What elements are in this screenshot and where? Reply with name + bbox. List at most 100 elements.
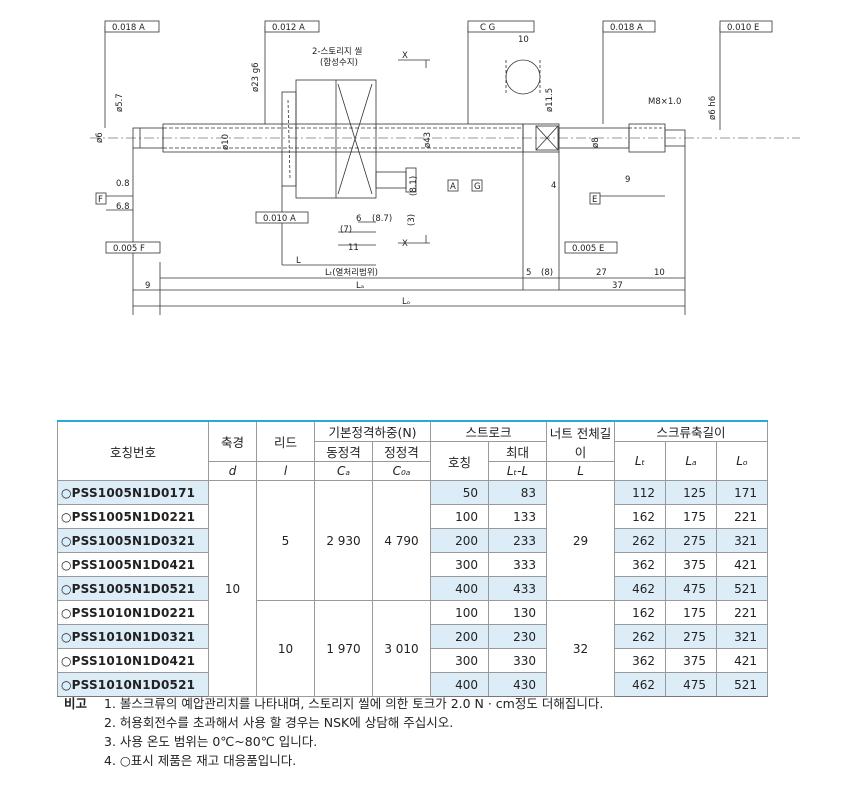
lo-cell: 221 [716,504,769,529]
dim-10b: 10 [654,268,665,278]
dim-11: 11 [348,243,359,253]
dim-68: 6.8 [116,202,130,212]
part-number: ○PSS1010N1D0421 [57,648,209,673]
tol-frame-6: 0.010 A [263,214,296,224]
stroke-cell: 400 [430,576,490,601]
max-cell: 233 [488,528,548,553]
lt-cell: 262 [614,528,667,553]
header-sym-ca: Cₐ [314,461,373,481]
stroke-cell: 400 [430,672,490,697]
note-item: 4. ○표시 제품은 재고 대응품입니다. [104,753,297,768]
lo-cell: 221 [716,600,769,625]
lo-cell: 421 [716,648,769,673]
lo-cell: 521 [716,576,769,601]
dynamic-cell: 2 930 [314,480,373,601]
max-cell: 230 [488,624,548,649]
dim-5: 5 [526,268,531,278]
la-cell: 475 [665,576,718,601]
lt-cell: 162 [614,504,667,529]
header-sym-c0a: C₀ₐ [371,461,432,481]
header-static: 정정격 [371,441,432,462]
seal-sub: (합성수지) [320,58,358,68]
la-cell: 175 [665,504,718,529]
dim-9: 9 [145,281,150,291]
part-number: ○PSS1010N1D0521 [57,672,209,697]
dim-w10: 10 [518,35,529,45]
note-item: 1. 볼스크류의 예압관리치를 나타내며, 스토리지 씰에 의한 토크가 2.0… [104,696,604,711]
la-cell: 125 [665,480,718,505]
lead-cell: 10 [256,600,315,697]
tol-frame-2: 0.012 A [272,23,305,33]
dim-L: L [296,256,301,266]
table-row: ○PSS1005N1D0171 10 5 2 930 4 790 50 83 2… [57,480,769,697]
datum-e: E [592,195,597,205]
ball-screw-drawing: 0.018 A 0.012 A C G 0.018 A 0.010 E 0.01… [90,20,800,315]
dim-8p: (8) [541,268,553,278]
dim-d43: ø43 [423,132,433,148]
stroke-cell: 100 [430,504,490,529]
header-sym-la: Lₐ [665,441,718,481]
tol-frame-7: 0.005 F [113,244,145,254]
spec-table: 호칭번호 축경 리드 기본정격하중(N) 스트로크 너트 전체길이 스크류축길이… [57,420,769,697]
dim-d10: ø10 [221,134,231,150]
table-row: ○PSS1010N1D0521 400 430 462 475 521 [57,672,769,697]
dim-37: 37 [612,281,623,291]
max-cell: 133 [488,504,548,529]
tol-frame-5: 0.010 E [727,23,759,33]
header-part-no: 호칭번호 [57,420,209,481]
lo-cell: 421 [716,552,769,577]
dim-d23g6: ø23 g6 [251,62,261,92]
max-cell: 130 [488,600,548,625]
header-sym-d: d [208,461,257,481]
header-sym-lt: Lₜ [614,441,667,481]
lt-cell: 262 [614,624,667,649]
lo-cell: 321 [716,624,769,649]
header-lead: 리드 [256,420,315,462]
dim-4: 4 [551,181,556,191]
note-item: 2. 허용회전수를 초과해서 사용 할 경우는 NSK에 상담해 주십시오. [104,715,454,730]
dim-d115: ø11.5 [545,88,555,112]
lt-cell: 462 [614,576,667,601]
lt-cell: 462 [614,672,667,697]
part-number: ○PSS1005N1D0521 [57,576,209,601]
dim-3: (3) [407,214,417,226]
lo-cell: 521 [716,672,769,697]
shaft-dia-cell: 10 [208,480,257,697]
header-shaft-dia: 축경 [208,420,257,462]
la-cell: 375 [665,552,718,577]
section-x-top: X [402,51,408,61]
max-cell: 330 [488,648,548,673]
lead-cell: 5 [256,480,315,601]
table-row: ○PSS1005N1D0321 200 233 262 275 321 [57,528,769,553]
dim-d57: ø5.7 [115,93,125,112]
lo-cell: 171 [716,480,769,505]
notes-label: 비고 [64,696,88,711]
dim-27: 27 [596,268,607,278]
part-number: ○PSS1005N1D0171 [57,480,209,505]
dim-7: (7) [340,225,352,235]
static-cell: 4 790 [371,480,432,601]
tol-frame-8: 0.005 E [572,244,604,254]
lt-cell: 362 [614,648,667,673]
la-cell: 475 [665,672,718,697]
stroke-cell: 50 [430,480,490,505]
dim-Lt: Lₜ(열처리범위) [325,267,378,278]
table-row: ○PSS1010N1D0221 10 1 970 3 010 100 130 3… [57,600,769,697]
nut-length-cell: 32 [546,600,616,697]
dim-La: Lₐ [356,281,364,291]
lo-cell: 321 [716,528,769,553]
la-cell: 275 [665,624,718,649]
table-row: ○PSS1005N1D0521 400 433 462 475 521 [57,576,769,601]
part-number: ○PSS1010N1D0221 [57,600,209,625]
part-number: ○PSS1010N1D0321 [57,624,209,649]
dim-9r: 9 [625,175,630,185]
table-row: ○PSS1005N1D0421 300 333 362 375 421 [57,552,769,577]
static-cell: 3 010 [371,600,432,697]
lt-cell: 162 [614,600,667,625]
dim-d6: ø6 [95,132,105,143]
stroke-cell: 100 [430,600,490,625]
lt-cell: 362 [614,552,667,577]
tol-frame-4: 0.018 A [610,23,643,33]
part-number: ○PSS1005N1D0421 [57,552,209,577]
header-sym-l: l [256,461,315,481]
